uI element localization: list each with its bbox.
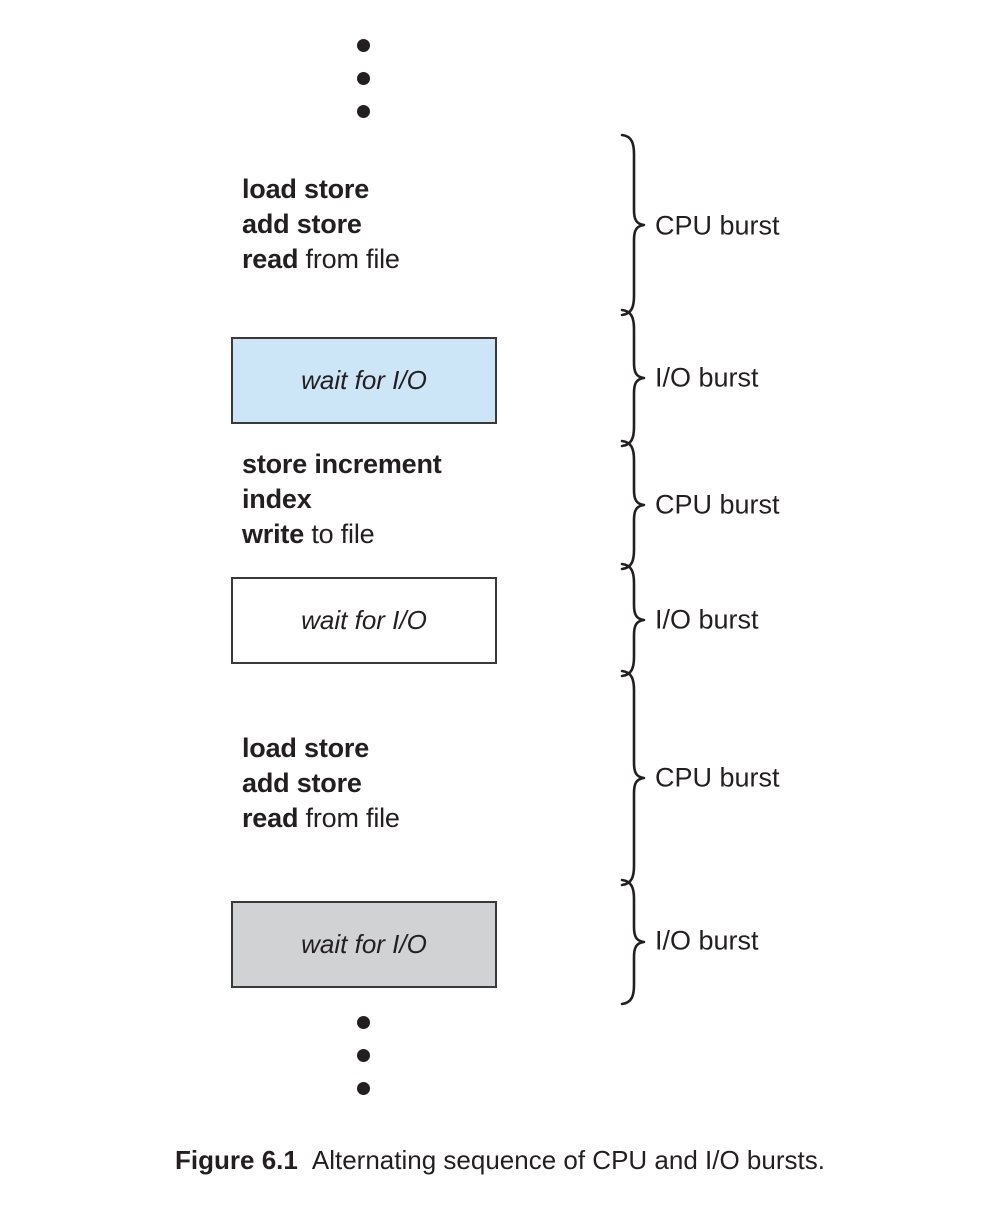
burst-label-io-1: I/O burst: [655, 362, 759, 393]
burst-label-io-3: I/O burst: [655, 925, 759, 956]
instruction-bold: add store: [242, 768, 362, 798]
instruction-plain: from file: [298, 803, 400, 833]
vertical-ellipsis-bottom-icon: [348, 1016, 378, 1095]
brace-icon-1: [620, 308, 646, 448]
burst-label-io-2: I/O burst: [655, 604, 759, 635]
instruction-line: write to file: [242, 517, 442, 552]
instruction-line: read from file: [242, 801, 400, 836]
io-wait-box-3: wait for I/O: [231, 901, 497, 988]
ellipsis-dot: [356, 39, 370, 52]
instruction-bold: index: [242, 484, 312, 514]
figure-caption: Figure 6.1 Alternating sequence of CPU an…: [0, 1145, 1000, 1176]
instruction-bold: store increment: [242, 449, 442, 479]
instruction-line: load store: [242, 172, 400, 207]
cpu-instruction-block-1: load store add store read from file: [242, 172, 400, 277]
instruction-bold: read: [242, 803, 299, 833]
figure-caption-text: Alternating sequence of CPU and I/O burs…: [311, 1145, 825, 1175]
instruction-line: read from file: [242, 242, 400, 277]
ellipsis-dot: [356, 1049, 370, 1062]
io-wait-box-2: wait for I/O: [231, 577, 497, 664]
ellipsis-dot: [356, 105, 370, 118]
brace-icon-2: [620, 439, 646, 571]
instruction-bold: add store: [242, 209, 362, 239]
instruction-line: index: [242, 482, 442, 517]
instruction-bold: load store: [242, 733, 370, 763]
instruction-plain: from file: [298, 244, 400, 274]
brace-icon-4: [620, 669, 646, 887]
instruction-line: load store: [242, 731, 400, 766]
instruction-bold: write: [242, 519, 305, 549]
instruction-plain: to file: [304, 519, 375, 549]
io-wait-box-1: wait for I/O: [231, 337, 497, 424]
brace-group-icon: [620, 133, 646, 1006]
brace-icon-5: [620, 878, 646, 1006]
cpu-instruction-block-2: store increment index write to file: [242, 447, 442, 552]
io-wait-box-label: wait for I/O: [301, 365, 427, 395]
burst-label-cpu-3: CPU burst: [655, 762, 780, 793]
io-wait-box-label: wait for I/O: [301, 929, 427, 959]
instruction-bold: read: [242, 244, 299, 274]
instruction-line: store increment: [242, 447, 442, 482]
instruction-line: add store: [242, 766, 400, 801]
io-wait-box-label: wait for I/O: [301, 605, 427, 635]
burst-label-cpu-2: CPU burst: [655, 489, 780, 520]
ellipsis-dot: [356, 72, 370, 85]
vertical-ellipsis-top-icon: [348, 39, 378, 118]
brace-icon-3: [620, 562, 646, 678]
burst-label-cpu-1: CPU burst: [655, 210, 780, 241]
ellipsis-dot: [356, 1016, 370, 1029]
figure-number: Figure 6.1: [175, 1145, 298, 1175]
instruction-bold: load store: [242, 174, 370, 204]
burst-brace-column: [612, 130, 652, 1010]
ellipsis-dot: [356, 1082, 370, 1095]
instruction-line: add store: [242, 207, 400, 242]
brace-icon-0: [620, 133, 646, 317]
cpu-instruction-block-3: load store add store read from file: [242, 731, 400, 836]
